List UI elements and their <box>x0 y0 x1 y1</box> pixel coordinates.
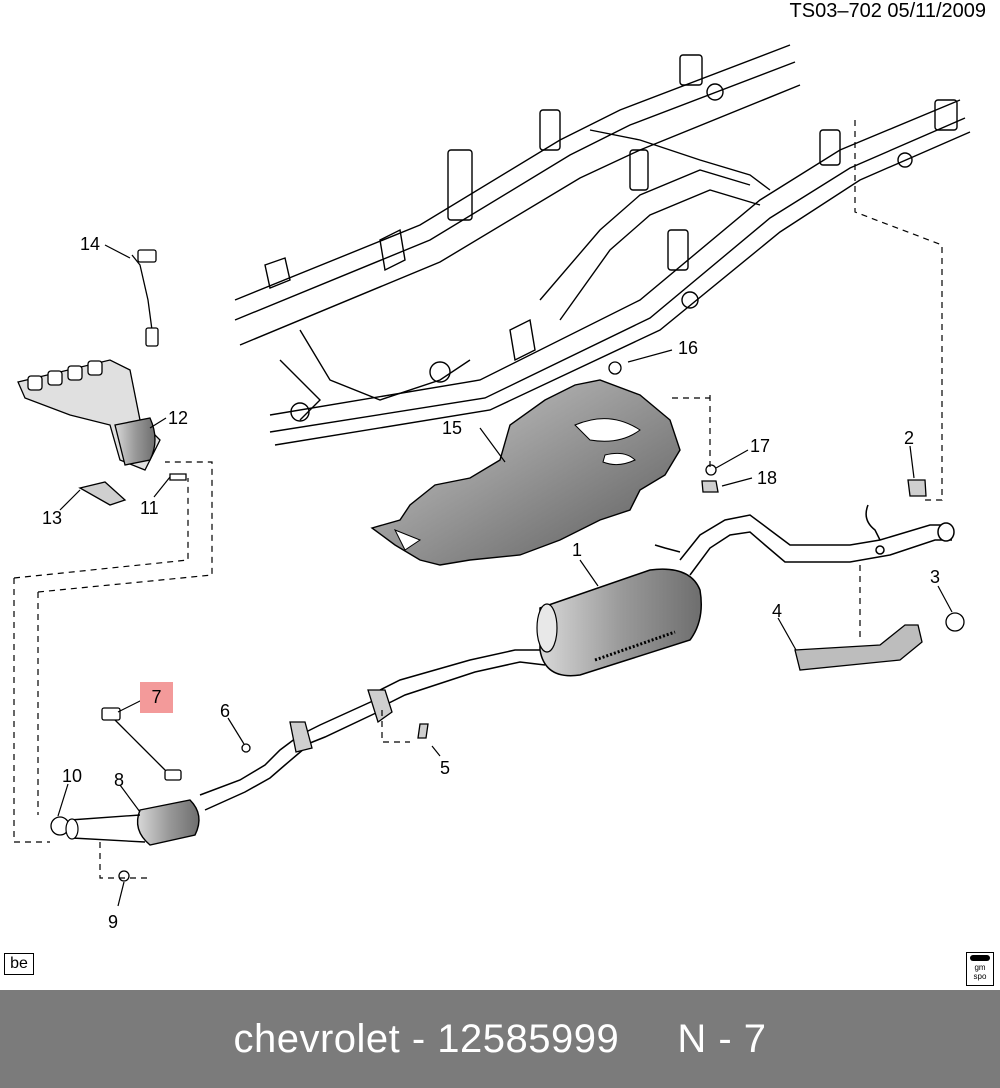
muffler <box>536 568 702 677</box>
callout-18: 18 <box>757 468 777 488</box>
heat-shield-cutout-2 <box>602 452 636 466</box>
callout-2: 2 <box>904 428 914 448</box>
gm-spo-logo: gm spo <box>966 952 994 986</box>
flange-gaskets <box>50 361 965 882</box>
callout-6: 6 <box>220 701 230 721</box>
exhaust-system-diagram: 14 12 11 13 15 16 17 18 2 3 4 1 6 5 10 8… <box>13 44 971 932</box>
callout-4: 4 <box>772 601 782 621</box>
tailpipe <box>654 504 955 576</box>
callout-5: 5 <box>440 758 450 778</box>
callout-8: 8 <box>114 770 124 790</box>
leader-lines <box>57 244 953 907</box>
be-mark: be <box>4 953 34 975</box>
part-footer-banner: chevrolet - 12585999 N - 7 <box>0 990 1000 1088</box>
intermediate-pipe <box>199 649 546 811</box>
highlighted-callout-box <box>140 682 173 713</box>
callout-16: 16 <box>678 338 698 358</box>
callout-9: 9 <box>108 912 118 932</box>
highlighted-callout-7: 7 <box>151 687 162 707</box>
callout-15: 15 <box>442 418 462 438</box>
oxygen-sensor-upstream <box>131 249 159 347</box>
document-id-date: TS03–702 05/11/2009 <box>789 0 986 22</box>
callout-13: 13 <box>42 508 62 528</box>
callout-12: 12 <box>168 408 188 428</box>
oxygen-sensor-downstream <box>101 707 182 781</box>
callout-10: 10 <box>62 766 82 786</box>
callout-3: 3 <box>930 567 940 587</box>
heat-shield-cutout <box>574 418 641 442</box>
callout-11: 11 <box>140 498 159 518</box>
gm-logo-line1: gm <box>974 963 986 972</box>
callout-17: 17 <box>750 436 770 456</box>
vehicle-frame <box>234 44 971 446</box>
reference-lines <box>13 120 943 879</box>
callout-14: 14 <box>80 234 100 254</box>
hanger-bracket <box>794 624 923 671</box>
gm-logo-line2: spo <box>973 972 987 981</box>
exhaust-manifold <box>17 359 187 506</box>
front-converter <box>65 799 200 846</box>
heat-shield <box>370 379 681 566</box>
callout-1: 1 <box>572 540 582 560</box>
